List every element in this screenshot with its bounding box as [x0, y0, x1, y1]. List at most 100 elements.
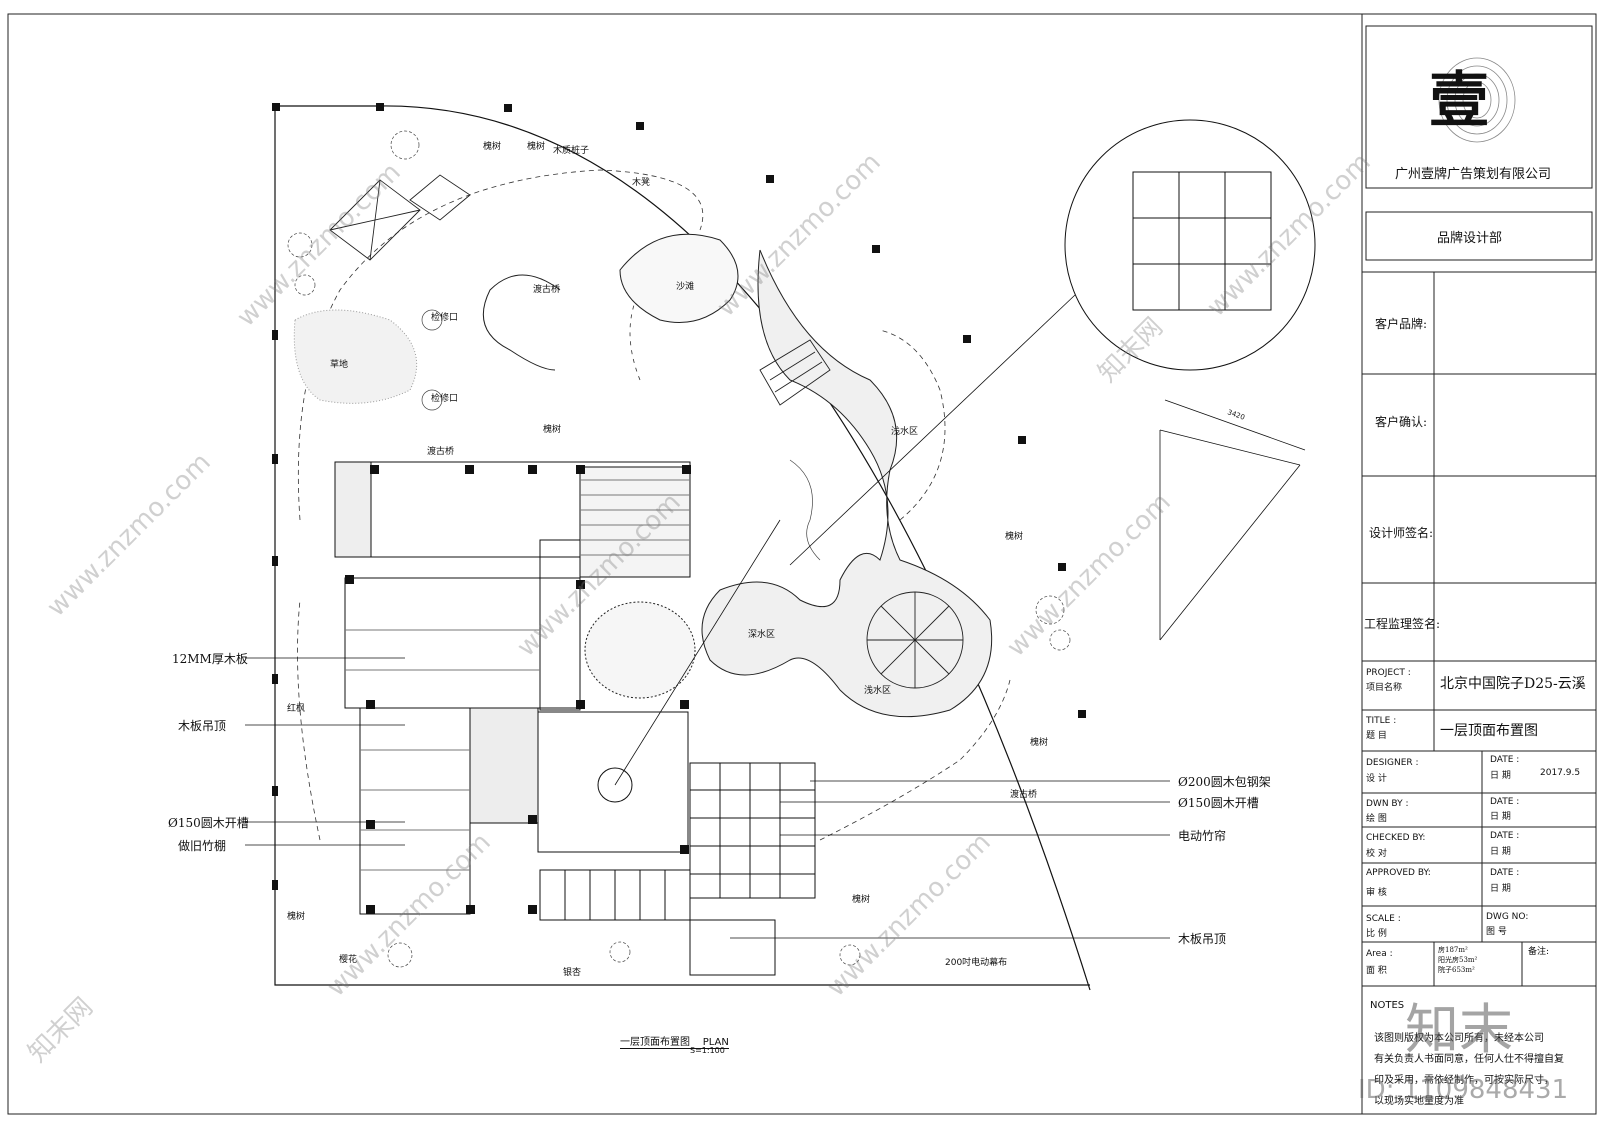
plan-label: 银杏: [563, 968, 582, 978]
approved-label-en: APPROVED BY:: [1366, 868, 1431, 878]
watermark-brand: 知末: [1405, 998, 1513, 1061]
plan-label: 木质桩子: [553, 146, 590, 156]
dwn-label-cn: 绘 图: [1366, 814, 1387, 824]
date-label-en: DATE :: [1490, 797, 1520, 807]
plan-label: 浅水区: [891, 427, 919, 437]
title-block-grid: [1362, 25, 1596, 987]
date-value: 2017.9.5: [1540, 768, 1581, 778]
plan-caption-en: PLAN: [702, 1037, 729, 1048]
company-name: 广州壹牌广告策划有限公司: [1395, 167, 1552, 182]
area-value: 院子653m²: [1438, 966, 1475, 974]
title-value: 一层顶面布置图: [1440, 723, 1538, 739]
date-label-en: DATE :: [1490, 831, 1520, 841]
umbrella-symbol: [866, 591, 964, 689]
plant-symbols: [287, 130, 1071, 968]
dimension-sketch: [1159, 399, 1306, 641]
plan-label: 木凳: [632, 178, 651, 188]
area-values: 房187m² 阳光房53m² 院子653m²: [1438, 945, 1477, 975]
logo-mark: [1438, 57, 1516, 143]
callout-leaders: [245, 519, 1170, 939]
department-name: 品牌设计部: [1437, 231, 1503, 246]
client-confirm-label: 客户确认:: [1375, 415, 1428, 429]
plan-label: 槐树: [287, 912, 306, 922]
ponds: [584, 233, 993, 718]
project-label-en: PROJECT :: [1366, 668, 1411, 678]
callout-left: Ø150圆木开槽: [168, 816, 249, 830]
plan-label: 沙滩: [676, 282, 695, 292]
callout-left: 12MM厚木板: [172, 652, 248, 666]
spiral-path: [482, 274, 561, 371]
plan-caption-cn: 一层顶面布置图: [620, 1037, 690, 1048]
approved-label-cn: 审 核: [1366, 888, 1387, 898]
client-brand-label: 客户品牌:: [1375, 317, 1428, 331]
designer-label-en: DESIGNER :: [1366, 758, 1419, 768]
area-value: 房187m²: [1438, 946, 1468, 954]
scale-label-en: SCALE :: [1366, 914, 1401, 924]
area-value: 阳光房53m²: [1438, 956, 1478, 964]
dwg-label-cn: 图 号: [1486, 927, 1507, 937]
notes-label: NOTES: [1370, 1000, 1405, 1011]
plan-label: 草地: [330, 360, 349, 370]
bridge: [759, 339, 831, 406]
designer-label-cn: 设 计: [1366, 774, 1387, 784]
notes-line: 该图则版权为本公司所有，未经本公司: [1374, 1033, 1544, 1044]
date-label-cn: 日 期: [1490, 812, 1511, 822]
callout-left: 做旧竹棚: [178, 839, 227, 853]
plan-scale: S=1:100: [690, 1046, 725, 1055]
columns: [345, 465, 691, 914]
area-label-en: Area :: [1366, 949, 1393, 959]
area-label-cn: 面 积: [1366, 966, 1387, 976]
dwg-label-en: DWG NO:: [1486, 912, 1529, 922]
plan-label: 渡古桥: [427, 447, 455, 457]
detail-bubble: [789, 119, 1316, 566]
plan-label: 深水区: [748, 630, 776, 640]
notes-line: 以现场实地量度为准: [1374, 1096, 1464, 1107]
watermark-id: ID: 1109848431: [1358, 1075, 1569, 1105]
checked-label-cn: 校 对: [1366, 849, 1387, 859]
callout-right: Ø150圆木开槽: [1178, 796, 1259, 810]
date-label-en: DATE :: [1490, 755, 1520, 765]
plan-label: 200吋电动幕布: [945, 958, 1008, 968]
lawn-area: [293, 309, 418, 404]
plan-label: 槐树: [483, 142, 502, 152]
plan-caption: 一层顶面布置图 PLAN: [620, 1033, 729, 1049]
scale-label-cn: 比 例: [1366, 929, 1387, 939]
plan-label: 槐树: [1030, 738, 1049, 748]
notes-line: 印及采用，需依经制作，可按实际尺寸，: [1374, 1075, 1554, 1086]
callout-right: Ø200圆木包钢架: [1178, 775, 1271, 789]
plan-label: 槐树: [1005, 532, 1024, 542]
plan-label: 槐树: [852, 895, 871, 905]
plan-label: 渡古桥: [533, 285, 561, 295]
boundary-posts: [272, 103, 1086, 890]
plan-label: 渡古桥: [1010, 790, 1038, 800]
designer-sign-label: 设计师签名:: [1369, 526, 1434, 540]
notes-line: 有关负责人书面同意，任何人仕不得擅自复: [1374, 1054, 1564, 1065]
date-label-cn: 日 期: [1490, 771, 1511, 781]
callout-right: 木板吊顶: [1178, 932, 1227, 946]
date-label-cn: 日 期: [1490, 847, 1511, 857]
dwn-label-en: DWN BY :: [1366, 799, 1409, 809]
remark-label: 备注:: [1528, 947, 1550, 957]
plan-label: 浅水区: [864, 686, 892, 696]
date-label-cn: 日 期: [1490, 884, 1511, 894]
date-label-en: DATE :: [1490, 868, 1520, 878]
supervisor-sign-label: 工程监理签名:: [1364, 617, 1441, 631]
checked-label-en: CHECKED BY:: [1366, 833, 1426, 843]
callout-right: 电动竹帘: [1178, 829, 1227, 843]
company-logo: 壹: [1429, 66, 1489, 136]
plan-label: 检修口: [431, 313, 459, 323]
project-label-cn: 项目名称: [1366, 683, 1403, 693]
plan-label: 红枫: [287, 704, 306, 714]
plan-label: 槐树: [527, 142, 546, 152]
title-label-cn: 题 目: [1366, 731, 1387, 741]
house-structure: [334, 461, 816, 976]
notes-text: 该图则版权为本公司所有，未经本公司 有关负责人书面同意，任何人仕不得擅自复 印及…: [1374, 1028, 1586, 1112]
plan-label: 樱花: [339, 955, 358, 965]
title-label-en: TITLE :: [1366, 716, 1397, 726]
project-name: 北京中国院子D25-云溪: [1440, 676, 1586, 692]
callout-left: 木板吊顶: [178, 719, 227, 733]
plan-label: 检修口: [431, 394, 459, 404]
plan-label: 槐树: [543, 425, 562, 435]
pavilion: [329, 174, 471, 261]
